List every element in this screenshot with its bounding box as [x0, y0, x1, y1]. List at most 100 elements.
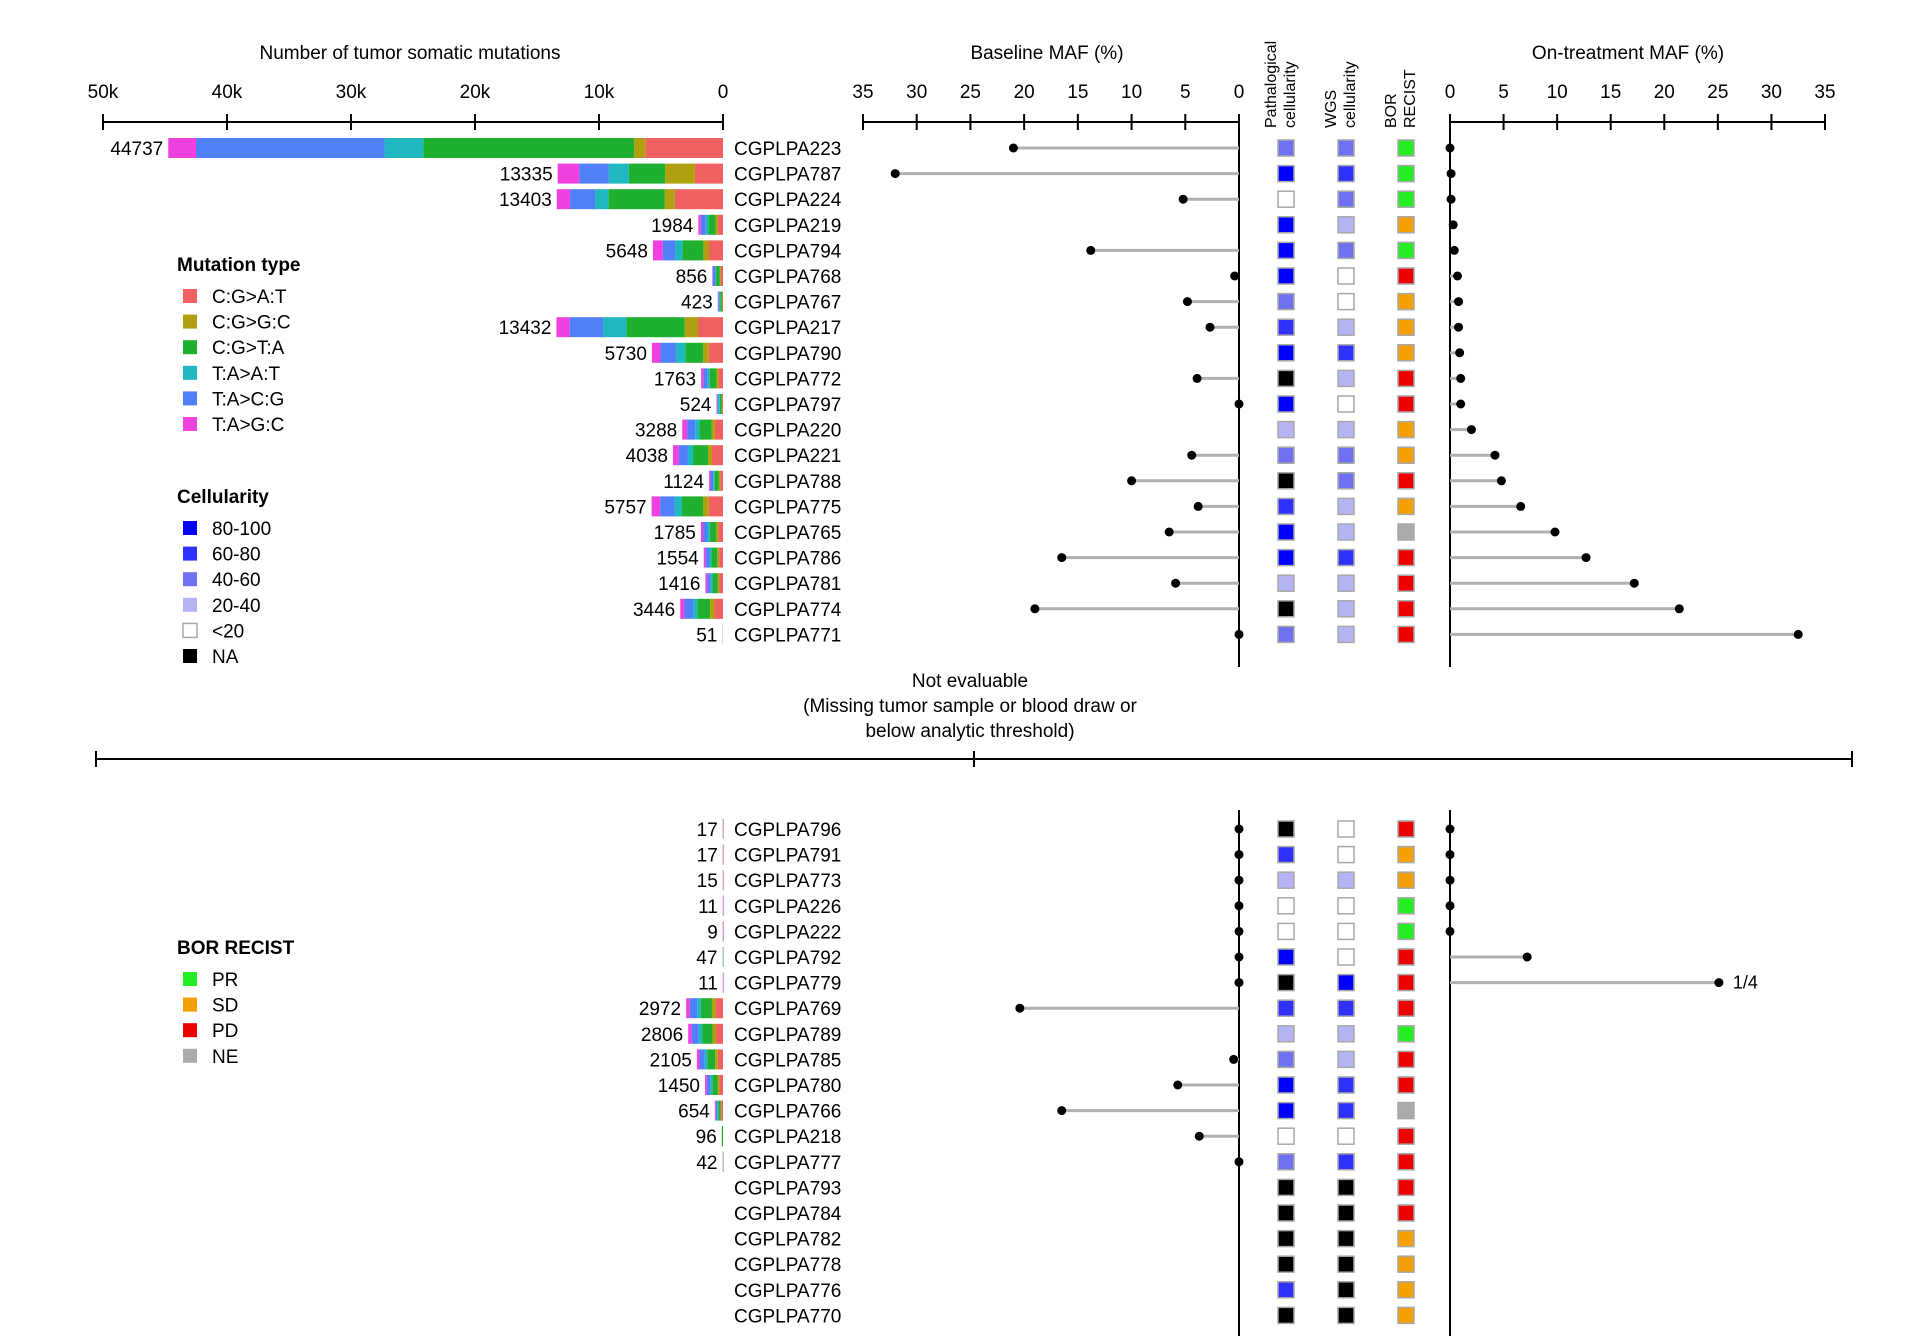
sample-id: CGPLPA226 [734, 897, 841, 918]
bor-recist-square [1397, 1229, 1415, 1248]
pathological-cellularity-square [1277, 625, 1295, 644]
bor-recist-square [1397, 973, 1415, 992]
sample-row: CGPLPA220 3288 [635, 419, 1476, 442]
bor-recist-square [1397, 1204, 1415, 1222]
mutation-bar-segment [722, 947, 723, 967]
mutation-type-legend-swatch [183, 340, 197, 355]
baseline-dot [1086, 245, 1096, 255]
baseline-dot [1234, 978, 1244, 988]
mutation-bar-segment [708, 342, 723, 363]
sample-id: CGPLPA222 [734, 922, 841, 943]
ontreatment-dot [1454, 297, 1464, 307]
pathological-cellularity-square [1277, 1153, 1295, 1171]
cellularity-legend-swatch [182, 622, 198, 639]
wgs-cellularity-square [1337, 446, 1355, 464]
mutation-bar-segment [710, 470, 714, 491]
baseline-dot [1171, 578, 1181, 588]
sample-id: CGPLPA797 [734, 395, 841, 416]
mutation-bar-segment [710, 598, 715, 619]
sample-id: CGPLPA785 [734, 1050, 841, 1071]
bor-recist-square [1397, 548, 1415, 567]
pathological-cellularity-square [1277, 922, 1295, 941]
baseline-dot [1008, 143, 1018, 153]
ontreatment-tick-label: 35 [1814, 82, 1835, 103]
mutation-type-legend-title: Mutation type [177, 255, 301, 276]
mutation-bar-segment [674, 496, 682, 517]
bor-recist-legend-label: SD [212, 996, 238, 1017]
sample-id: CGPLPA776 [734, 1281, 841, 1302]
mutation-type-legend-label: C:G>G:C [212, 313, 291, 334]
mutation-total-label: 13432 [499, 318, 552, 339]
mutation-total-label: 423 [681, 293, 713, 314]
ontreatment-panel-title: On-treatment MAF (%) [1532, 43, 1724, 64]
mutation-bar-segment [721, 291, 723, 312]
mutation-bar-segment [608, 163, 629, 184]
divider-text-line: Not evaluable [912, 671, 1028, 692]
mutation-bar-segment [665, 163, 695, 184]
mutation-bar-segment [718, 214, 723, 235]
mutation-bar-segment [715, 214, 719, 235]
mutation-bar-segment [720, 291, 722, 312]
mutation-total-label: 13335 [500, 165, 553, 186]
mutation-total-label: 1984 [651, 216, 694, 237]
mutation-bar-segment [707, 1049, 716, 1070]
baseline-dot [1127, 476, 1137, 486]
mutation-bar-segment [704, 1049, 708, 1070]
mutation-bar-segment [703, 547, 706, 568]
mutation-bar-segment [684, 598, 694, 619]
sample-id: CGPLPA220 [734, 421, 841, 442]
sample-id: CGPLPA219 [734, 216, 841, 237]
pathological-cellularity-square [1277, 1127, 1295, 1145]
ontreatment-annotation: 1/4 [1733, 973, 1758, 993]
ontreatment-dot [1456, 373, 1466, 383]
mutation-bar-segment [708, 240, 723, 261]
baseline-dot [1229, 1054, 1239, 1064]
bor-recist-square [1397, 164, 1415, 183]
mutation-bar-segment [722, 870, 723, 891]
sample-id: CGPLPA779 [734, 974, 841, 995]
mutation-bar-segment [707, 573, 711, 594]
pathological-cellularity-square [1277, 446, 1295, 464]
mutation-bar-segment [384, 138, 424, 158]
baseline-dot [1234, 850, 1244, 860]
wgs-cellularity-square [1337, 497, 1355, 516]
wgs-cellularity-square [1337, 1050, 1355, 1069]
mutation-total-label: 2806 [641, 1025, 683, 1046]
bor-recist-legend-label: PR [212, 970, 238, 991]
mutation-bar-segment [720, 266, 723, 286]
baseline-dot [1194, 1131, 1204, 1141]
mutation-bar-segment [711, 445, 723, 466]
sample-id: CGPLPA766 [734, 1102, 841, 1123]
ontreatment-tick-label: 10 [1547, 82, 1568, 103]
mutation-total-label: 3288 [635, 421, 677, 442]
mutation-bar-segment [705, 573, 708, 594]
baseline-dot [1057, 553, 1067, 563]
mutation-bar-segment [687, 445, 693, 466]
sample-row: CGPLPA782 [734, 1229, 1415, 1251]
bor-recist-square [1397, 897, 1415, 915]
mutation-type-legend-label: T:A>A:T [212, 364, 280, 385]
mutation-bar-segment [707, 368, 710, 389]
divider-text-line: (Missing tumor sample or blood draw or [803, 696, 1137, 717]
mutation-total-label: 4038 [626, 446, 668, 467]
mutation-bar-segment [664, 189, 675, 210]
ontreatment-dot [1522, 952, 1532, 962]
pathological-cellularity-square [1277, 948, 1295, 966]
mutation-bar-segment [694, 163, 723, 184]
baseline-dot [1234, 1157, 1244, 1167]
mutation-bar-segment [710, 573, 713, 594]
cellularity-legend-swatch [183, 649, 197, 663]
ontreatment-tick-label: 15 [1600, 82, 1621, 103]
mutation-bar-segment [651, 496, 661, 517]
pathological-cellularity-square [1277, 1229, 1295, 1248]
wgs-cellularity-square [1337, 318, 1355, 336]
